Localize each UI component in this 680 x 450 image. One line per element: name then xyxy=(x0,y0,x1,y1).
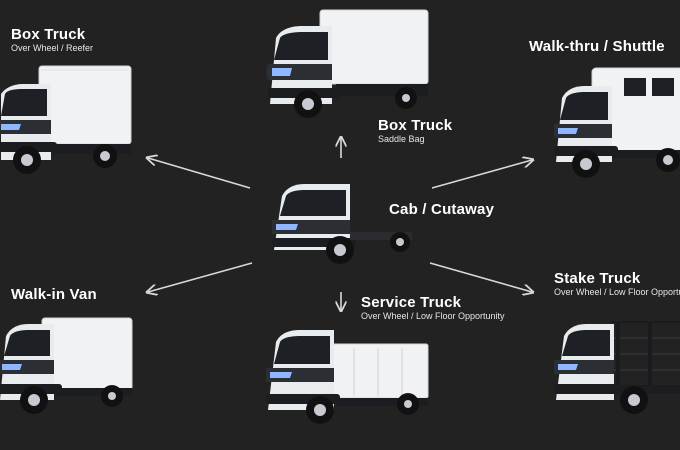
vehicle-title: Box Truck xyxy=(378,117,453,134)
vehicle-title: Walk-in Van xyxy=(11,286,97,303)
label-box-truck-reefer: Box Truck Over Wheel / Reefer xyxy=(11,26,93,54)
label-box-truck-saddle: Box Truck Saddle Bag xyxy=(378,117,452,145)
arrow-to-stake xyxy=(429,262,532,292)
arrow-to-box-reefer xyxy=(148,158,251,189)
label-stake-truck: Stake Truck Over Wheel / Low Floor Oppor… xyxy=(554,270,680,298)
vehicle-title: Stake Truck xyxy=(554,270,641,287)
vehicle-title: Box Truck xyxy=(11,26,86,43)
label-walk-in-van: Walk-in Van xyxy=(11,286,97,303)
vehicle-title: Walk-thru / Shuttle xyxy=(529,38,665,55)
vehicle-subtitle: Over Wheel / Reefer xyxy=(11,43,94,53)
arrow-to-walk-thru xyxy=(431,160,532,189)
box-truck-saddle-icon xyxy=(266,9,429,118)
label-walk-thru-shuttle: Walk-thru / Shuttle xyxy=(529,38,665,55)
vehicle-subtitle: Over Wheel / Low Floor Opportunity xyxy=(554,287,680,297)
walk-in-van-icon xyxy=(0,317,133,414)
vehicle-subtitle: Over Wheel / Low Floor Opportunity xyxy=(361,311,505,321)
walk-thru-shuttle-icon xyxy=(554,67,680,178)
stake-truck-icon xyxy=(554,321,680,414)
cab-cutaway-icon xyxy=(272,184,412,264)
vehicle-title: Cab / Cutaway xyxy=(389,201,495,218)
label-service-truck: Service Truck Over Wheel / Low Floor Opp… xyxy=(361,294,505,322)
service-truck-icon xyxy=(266,330,429,424)
vehicle-title: Service Truck xyxy=(361,294,462,311)
box-truck-reefer-icon xyxy=(0,65,132,174)
vehicle-subtitle: Saddle Bag xyxy=(378,134,425,144)
label-cab-cutaway: Cab / Cutaway xyxy=(389,201,494,218)
arrow-to-walk-in xyxy=(148,262,253,292)
